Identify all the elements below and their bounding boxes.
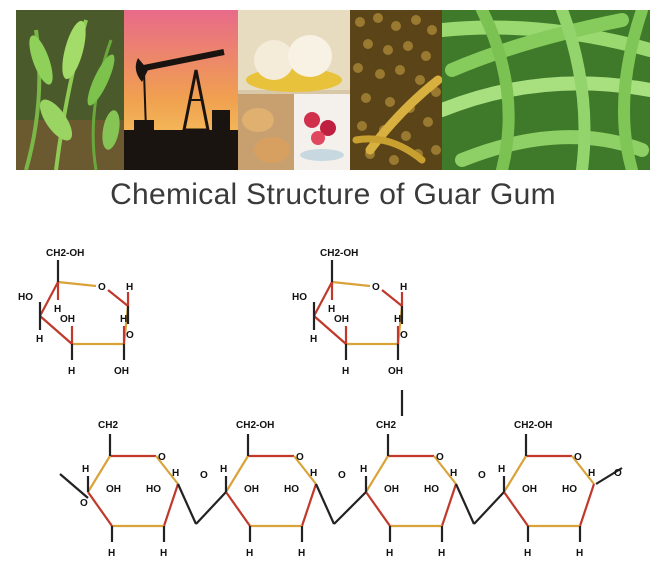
- h-label: H: [298, 548, 305, 559]
- glycosidic-oxygen-label: O: [614, 468, 622, 479]
- oh-label: OH: [60, 314, 75, 325]
- glycosidic-bond: [176, 483, 198, 525]
- oh-label: OH: [384, 484, 399, 495]
- ring-oxygen-label: O: [158, 452, 166, 463]
- oh-label: OH: [106, 484, 121, 495]
- glycosidic-oxygen-label: O: [80, 498, 88, 509]
- backbone-ring-bond: [87, 491, 113, 527]
- ring-oxygen-label: O: [296, 452, 304, 463]
- glycosidic-bond: [333, 491, 367, 525]
- h-label: H: [360, 464, 367, 475]
- backbone-ring-bond: [162, 483, 180, 527]
- ch2-label: CH2-OH: [320, 248, 358, 259]
- h-label: H: [386, 548, 393, 559]
- chain-end-bond: [595, 467, 623, 485]
- oil-pumpjack-photo: [124, 10, 238, 170]
- h-label: H: [220, 464, 227, 475]
- ch2-label: CH2: [376, 420, 396, 431]
- h-label: H: [310, 468, 317, 479]
- ch2-label: CH2-OH: [236, 420, 274, 431]
- banner-image-strip: [16, 10, 650, 170]
- glycosidic-bond: [195, 491, 227, 525]
- backbone-ring-bond: [225, 491, 251, 527]
- h-label: H: [246, 548, 253, 559]
- ring-bond: [313, 281, 333, 317]
- h-label: H: [108, 548, 115, 559]
- h-label: H: [68, 366, 75, 377]
- h-label: H: [524, 548, 531, 559]
- h-label: H: [438, 548, 445, 559]
- ho-label: HO: [562, 484, 577, 495]
- h-label: H: [82, 464, 89, 475]
- oh-label: OH: [244, 484, 259, 495]
- h-label: H: [498, 464, 505, 475]
- guar-gum-structure-diagram: OCH2-OHHHOHOHOHHHOHOCH2-OHHHOHOHOHHHOHCH…: [18, 248, 623, 559]
- ring-bond: [57, 280, 97, 288]
- food-products-photo: [238, 10, 350, 170]
- h-label: H: [54, 304, 61, 315]
- ring-oxygen-label: O: [372, 282, 380, 293]
- glycosidic-bond: [454, 483, 476, 525]
- oh-label: OH: [114, 366, 129, 377]
- h-label: H: [172, 468, 179, 479]
- h-label: H: [126, 282, 133, 293]
- oh-label: OH: [388, 366, 403, 377]
- oh-label: OH: [522, 484, 537, 495]
- h-label: H: [36, 334, 43, 345]
- h-label: H: [310, 334, 317, 345]
- ring-oxygen-label: O: [436, 452, 444, 463]
- glycosidic-bond: [314, 483, 336, 525]
- h-label: H: [450, 468, 457, 479]
- backbone-ring-bond: [300, 483, 318, 527]
- ch2-label: CH2: [98, 420, 118, 431]
- ch2-label: CH2-OH: [46, 248, 84, 259]
- c1-label: O: [400, 330, 408, 341]
- h-label: H: [588, 468, 595, 479]
- backbone-ring-bond: [365, 491, 391, 527]
- backbone-ring-bond: [365, 455, 389, 493]
- backbone-ring-bond: [155, 455, 179, 485]
- ch2-label: CH2-OH: [514, 420, 552, 431]
- glycosidic-bond: [473, 491, 505, 525]
- ho-label: HO: [146, 484, 161, 495]
- ho-label: HO: [18, 292, 33, 303]
- guar-plant-photo: [16, 10, 124, 170]
- ho-label: HO: [284, 484, 299, 495]
- backbone-ring-bond: [293, 455, 317, 485]
- ring-bond: [381, 289, 403, 307]
- backbone-ring-bond: [503, 455, 527, 493]
- h-label: H: [394, 314, 401, 325]
- page-title: Chemical Structure of Guar Gum: [110, 178, 556, 211]
- ring-bond: [313, 315, 347, 345]
- ring-bond: [331, 280, 371, 288]
- backbone-ring-bond: [433, 455, 457, 485]
- c1-label: O: [126, 330, 134, 341]
- glycosidic-oxygen-label: O: [338, 470, 346, 481]
- ho-label: HO: [292, 292, 307, 303]
- h-label: H: [576, 548, 583, 559]
- ring-oxygen-label: O: [574, 452, 582, 463]
- backbone-ring-bond: [578, 483, 596, 527]
- glycosidic-oxygen-label: O: [200, 470, 208, 481]
- ring-bond: [39, 315, 73, 345]
- oh-label: OH: [334, 314, 349, 325]
- ring-bond: [39, 281, 59, 317]
- backbone-ring-bond: [225, 455, 249, 493]
- glycosidic-oxygen-label: O: [478, 470, 486, 481]
- backbone-ring-bond: [87, 455, 111, 493]
- ring-bond: [107, 289, 129, 307]
- guar-seeds-photo: [350, 10, 442, 170]
- chain-end-bond: [59, 473, 89, 499]
- h-label: H: [160, 548, 167, 559]
- h-label: H: [342, 366, 349, 377]
- h-label: H: [400, 282, 407, 293]
- h-label: H: [328, 304, 335, 315]
- backbone-ring-bond: [503, 491, 529, 527]
- ho-label: HO: [424, 484, 439, 495]
- ring-oxygen-label: O: [98, 282, 106, 293]
- h-label: H: [120, 314, 127, 325]
- backbone-ring-bond: [440, 483, 458, 527]
- guar-pods-photo: [442, 10, 650, 170]
- backbone-ring-bond: [571, 455, 595, 485]
